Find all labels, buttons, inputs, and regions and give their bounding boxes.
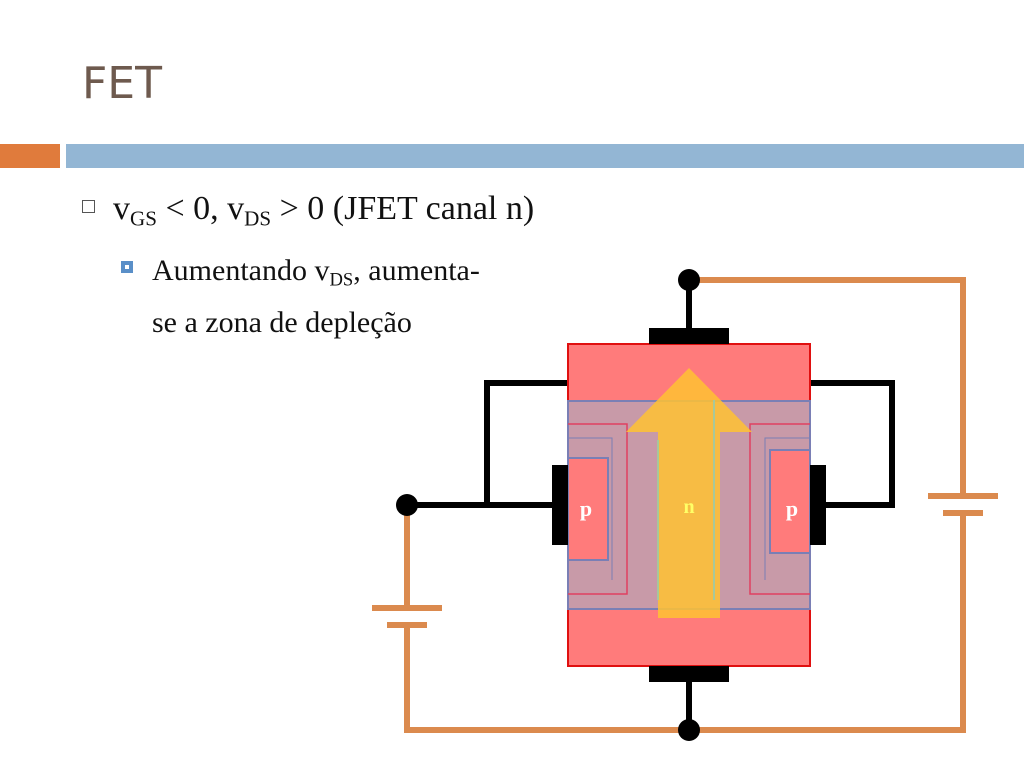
supply-wires — [404, 277, 966, 733]
depletion-edge — [764, 437, 810, 580]
label-n: n — [683, 496, 694, 518]
bullet-level-1: vGS < 0, vDS > 0 (JFET canal n) — [82, 190, 534, 231]
source-contact — [649, 666, 729, 682]
p-region-right — [769, 449, 811, 554]
battery-vds-icon — [928, 493, 998, 516]
bullet-square-blue-icon — [121, 261, 133, 273]
depletion-inner-outline — [749, 423, 810, 595]
battery-vgs-icon — [372, 605, 442, 628]
gate-contact-left — [552, 465, 568, 545]
label-p-right: p — [786, 496, 798, 521]
accent-bar-orange — [0, 144, 60, 168]
slide-title: FET — [82, 58, 162, 109]
bullet-square-icon — [82, 200, 95, 213]
source-terminal — [678, 719, 700, 741]
p-region-left — [567, 457, 609, 561]
drain-terminal — [678, 269, 700, 291]
current-arrow-icon — [626, 368, 752, 618]
bullet-level-2: Aumentando vDS, aumenta-se a zona de dep… — [121, 250, 502, 344]
depletion-inner-outline — [568, 423, 628, 595]
drain-contact — [649, 328, 729, 344]
accent-bar-blue — [66, 144, 1024, 168]
depletion-edge — [568, 437, 613, 580]
gate-terminal — [396, 494, 418, 516]
label-p-left: p — [580, 496, 592, 521]
gate-contact-right — [810, 465, 826, 545]
